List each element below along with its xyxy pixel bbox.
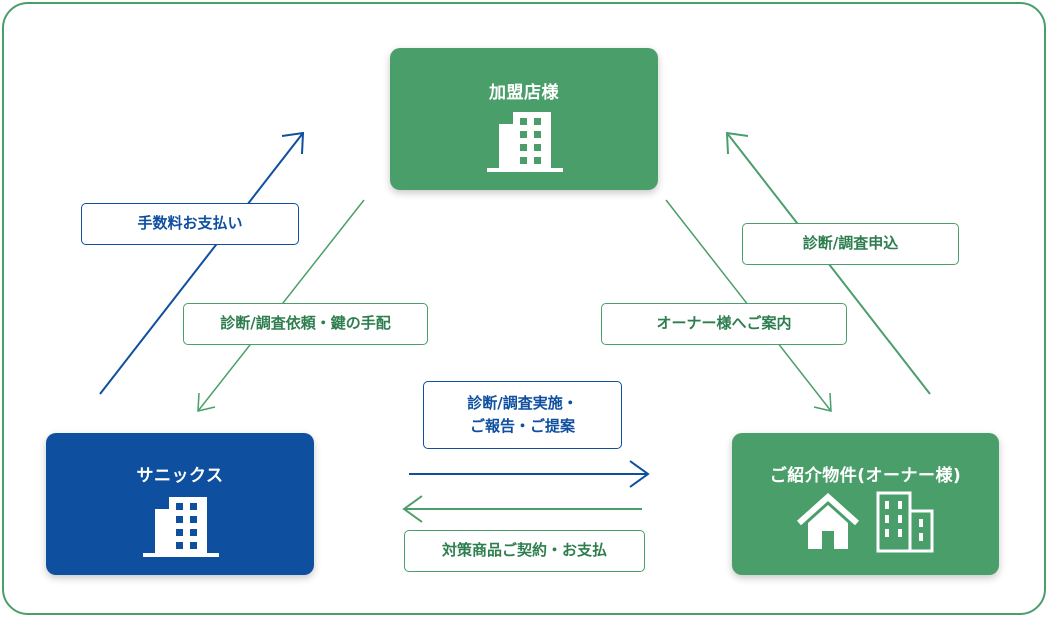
franchise-title: 加盟店様 [489, 83, 559, 103]
label-diagnosis-request: 診断/調査依頼・鍵の手配 [183, 303, 428, 345]
building-icon [143, 497, 219, 557]
label-diagnosis-application: 診断/調査申込 [742, 223, 959, 265]
label-fee-payment: 手数料お支払い [81, 203, 299, 245]
house-icon [796, 493, 860, 549]
owner-node: ご紹介物件(オーナー様) [732, 433, 999, 575]
owner-title: ご紹介物件(オーナー様) [769, 466, 962, 486]
franchise-node: 加盟店様 [390, 48, 658, 190]
apartment-icon [876, 491, 934, 553]
arrow-sanix-to-franchise [99, 131, 305, 395]
arrow-sanix-to-owner [409, 460, 650, 488]
arrow-owner-to-sanix [402, 495, 642, 523]
label-diagnosis-execution: 診断/調査実施・ご報告・ご提案 [423, 381, 622, 449]
sanix-title: サニックス [136, 466, 224, 486]
label-contract-payment: 対策商品ご契約・お支払 [404, 530, 645, 572]
label-owner-guidance: オーナー様へご案内 [601, 303, 847, 345]
sanix-node: サニックス [46, 433, 314, 575]
building-icon [487, 112, 563, 172]
